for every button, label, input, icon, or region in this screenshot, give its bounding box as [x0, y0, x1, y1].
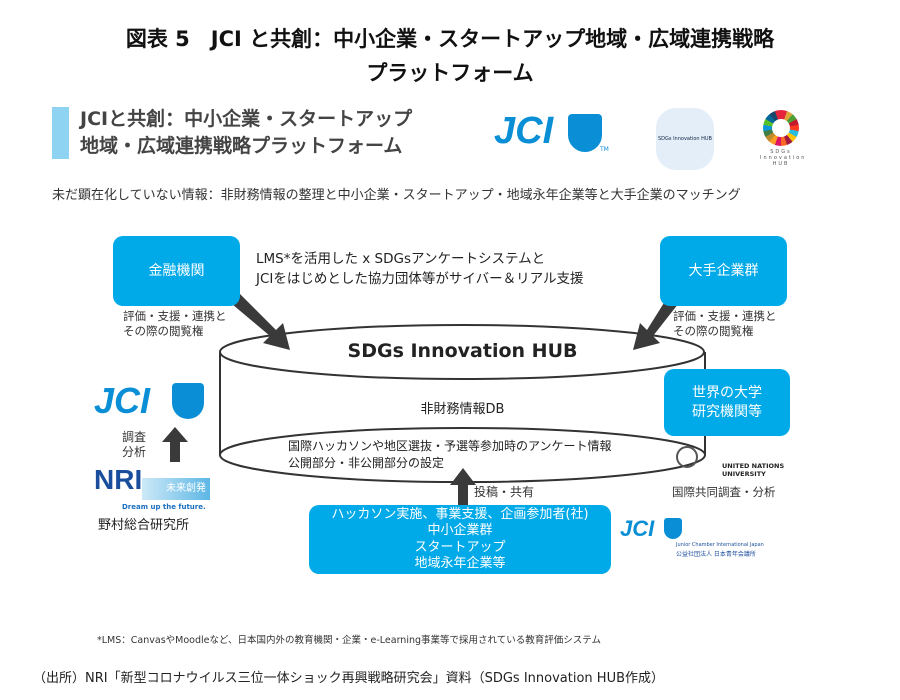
sdgs-wheel-icon: [763, 110, 799, 146]
nri-name: 野村総合研究所: [98, 518, 190, 533]
nri-logo: NRI: [94, 464, 143, 495]
university-box: 世界の大学研究機関等: [664, 369, 790, 436]
arrow-post: [450, 468, 476, 505]
nri-slogan: Dream up the future.: [122, 503, 206, 511]
jci-logo: JCI: [494, 110, 554, 152]
nri-tag: 未来創発: [142, 478, 210, 500]
source-note: （出所）NRI「新型コロナウイルス三位一体ショック再興戦略研究会」資料（SDGs…: [33, 671, 665, 686]
jci-shield-icon: [568, 114, 602, 152]
banner-line2: 地域・広域連携戦略プラットフォーム: [80, 135, 403, 157]
jcij-ja: 公益社団法人 日本青年会議所: [676, 551, 756, 558]
banner-title: JCIと共創：中小企業・スタートアップ 地域・広域連携戦略プラットフォーム: [80, 106, 412, 160]
finance-box: 金融機関: [113, 236, 240, 306]
cylinder-inner-ellipse: [219, 426, 706, 456]
footnote: *LMS：CanvasやMoodleなど、日本国内外の教育機関・企業・e-Lea…: [97, 635, 601, 646]
jci-japan-shield-icon: [664, 518, 682, 539]
jci-japan-logo: JCI: [620, 516, 655, 541]
rights-right: 評価・支援・連携とその際の閲覧権: [673, 309, 777, 338]
banner-bar: [52, 107, 69, 159]
participants-box: ハッカソン実施、事業支援、企画参加者(社)中小企業群スタートアップ地域永年企業等: [309, 505, 611, 574]
jci-shield-left-icon: [172, 383, 204, 419]
un-emblem-icon: [676, 446, 698, 468]
arrow-finance: [226, 290, 290, 350]
rights-left: 評価・支援・連携とその際の閲覧権: [123, 309, 227, 338]
arrow-research: [162, 427, 188, 462]
unu-logo: UNITED NATIONS UNIVERSITY: [722, 462, 785, 478]
tm-mark: TM: [600, 146, 609, 153]
figure-title-line1: 図表 5 JCI と共創：中小企業・スタートアップ地域・広域連携戦略: [125, 27, 775, 51]
hub-info: 国際ハッカソンや地区選抜・予選等参加時のアンケート情報公開部分・非公開部分の設定: [288, 439, 612, 470]
subtitle: 未だ顕在化していない情報：非財務情報の整理と中小企業・スタートアップ・地域永年企…: [52, 188, 741, 203]
jcij-en: Junior Chamber International Japan: [676, 542, 764, 548]
db-label: 非財務情報DB: [420, 402, 505, 417]
hub-title: SDGs Innovation HUB: [347, 340, 578, 362]
post-share-label: 投稿・共有: [474, 485, 535, 499]
cylinder-top: [219, 324, 705, 380]
figure-title-line2: プラットフォーム: [366, 61, 534, 85]
sdgs-hub-logo: SDGs Innovation HUB: [656, 108, 714, 170]
large-companies-box: 大手企業群: [660, 236, 787, 306]
banner-line1: JCIと共創：中小企業・スタートアップ: [80, 108, 413, 130]
intl-research-label: 国際共同調査・分析: [672, 485, 776, 499]
jci-logo-left: JCI: [94, 380, 151, 421]
research-label: 調査分析: [122, 430, 147, 459]
